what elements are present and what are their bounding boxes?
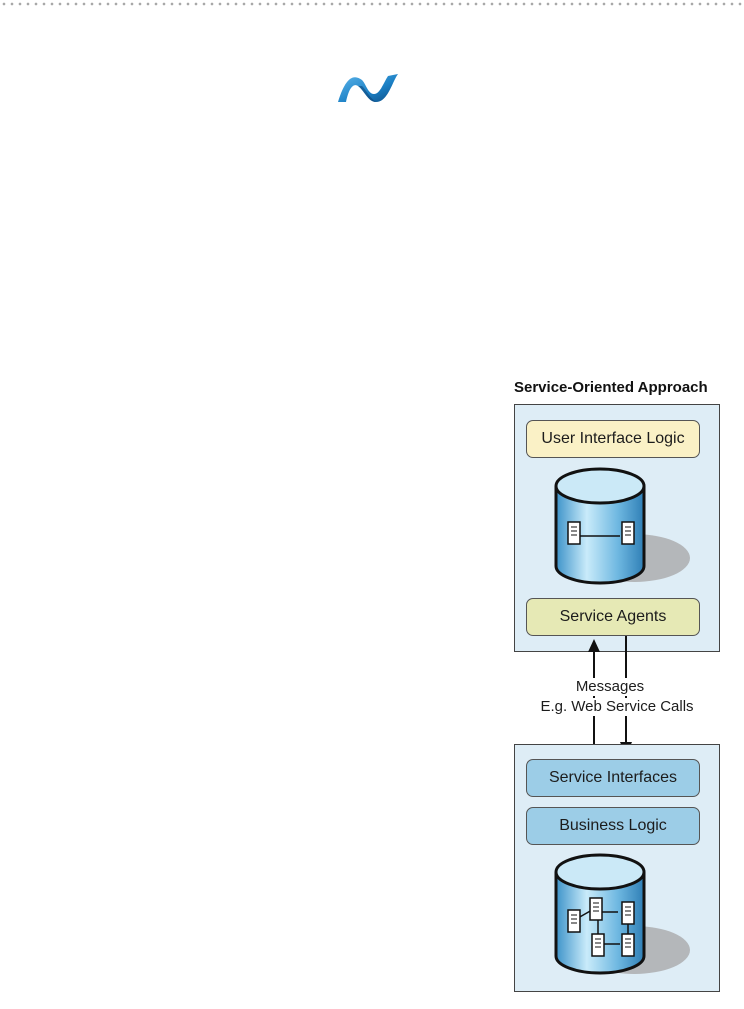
service-agents-box: Service Agents bbox=[526, 598, 700, 636]
business-logic-box: Business Logic bbox=[526, 807, 700, 845]
client-database-icon bbox=[554, 467, 690, 585]
server-database-icon bbox=[554, 853, 690, 975]
service-interfaces-box: Service Interfaces bbox=[526, 759, 700, 797]
diagram-title: Service-Oriented Approach bbox=[514, 379, 708, 396]
user-interface-logic-box: User Interface Logic bbox=[526, 420, 700, 458]
dotnet-logo-icon bbox=[338, 74, 398, 102]
dotted-top-border bbox=[0, 2, 744, 6]
web-service-calls-label: E.g. Web Service Calls bbox=[514, 698, 720, 716]
messages-label: Messages bbox=[560, 678, 660, 696]
